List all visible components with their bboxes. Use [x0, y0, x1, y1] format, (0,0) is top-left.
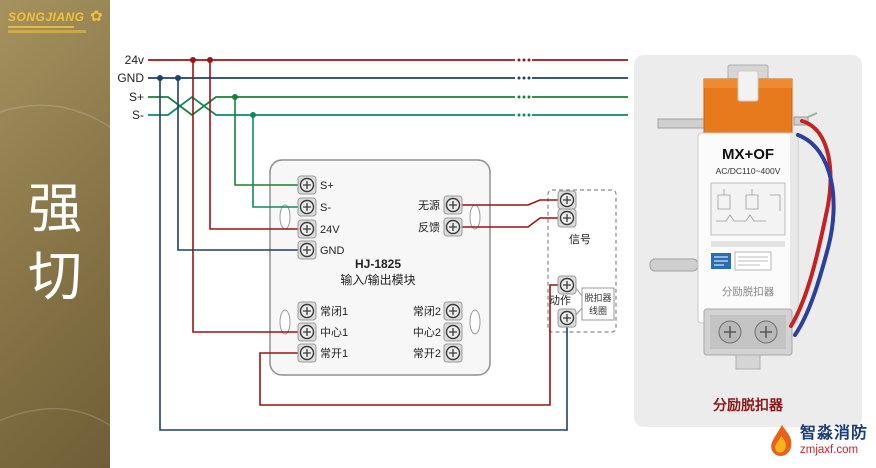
- wiring-svg: 24v GND S+ S-: [117, 53, 628, 431]
- device-blue-label: [711, 253, 731, 269]
- mount-slot: [279, 309, 291, 335]
- device-blue-wire: [793, 133, 836, 337]
- module-name: 输入/输出模块: [340, 272, 415, 287]
- wires-s-plus: [234, 97, 299, 186]
- device-rating: AC/DC110~400V: [716, 166, 781, 176]
- bus-line-s-plus: [148, 96, 628, 117]
- label-no1: 常开1: [320, 347, 348, 360]
- vertical-title-char-1: 强: [28, 179, 82, 239]
- label-no2: 常开2: [413, 347, 441, 360]
- brand-subtext: [8, 30, 86, 33]
- device-side-pin-top: [657, 118, 705, 129]
- terminal-24v: [297, 219, 317, 239]
- wire-feedback-to-signal-1: [461, 199, 559, 206]
- label-feedback-2: 反馈: [418, 221, 440, 234]
- device-note-box: [734, 251, 772, 271]
- shunt-trip-device: MX+OF AC/DC110~400V 分励脱扣器: [649, 64, 836, 370]
- wire-s-plus-to-module: [234, 97, 299, 186]
- label-nc2: 常闭2: [413, 305, 441, 318]
- mount-slot: [279, 204, 291, 230]
- label-s-minus: S-: [320, 202, 331, 214]
- sidebar: SONGJIANG ✿ 强 切: [0, 0, 110, 468]
- terminal-nc2: [443, 301, 463, 321]
- terminal-signal-1: [557, 190, 577, 210]
- terminal-signal-2: [557, 208, 577, 228]
- wire-24v-to-center1: [192, 60, 299, 333]
- label-gnd: GND: [320, 245, 345, 257]
- terminal-s-minus: [297, 197, 317, 217]
- label-s-plus: S+: [320, 180, 334, 192]
- wire-gnd-to-coil: [159, 78, 568, 431]
- io-module: HJ-1825 输入/输出模块: [269, 159, 491, 376]
- terminal-com1: [297, 322, 317, 342]
- device-side-rod: [649, 258, 699, 272]
- device-t-clip: [737, 70, 759, 102]
- terminal-action-2: [557, 308, 577, 328]
- brand-logo: SONGJIANG ✿: [8, 8, 104, 33]
- signal-label: 信号: [569, 233, 591, 246]
- product-panel: MX+OF AC/DC110~400V 分励脱扣器: [634, 55, 862, 427]
- terminal-feedback-2: [443, 217, 463, 237]
- device-model: MX+OF: [722, 146, 774, 163]
- brand-underline: [8, 26, 74, 28]
- module-model: HJ-1825: [355, 257, 401, 271]
- vertical-title-char-2: 切: [28, 247, 82, 307]
- wires-s-minus: [252, 115, 299, 208]
- label-com1: 中心1: [320, 326, 348, 339]
- bus-label-24v: 24v: [125, 53, 144, 67]
- wire-gnd-to-module: [177, 78, 299, 251]
- terminal-no2: [443, 343, 463, 363]
- terminal-no1: [297, 343, 317, 363]
- bus-label-s-minus: S-: [132, 108, 144, 122]
- wire-s-minus-to-module: [252, 115, 299, 208]
- terminal-feedback-1: [443, 195, 463, 215]
- wire-feedback-to-signal-2: [461, 217, 559, 228]
- coil-label-2: 线圈: [589, 305, 607, 316]
- device-circuit-diagram: [710, 182, 786, 236]
- bus-line-s-minus: [148, 95, 628, 116]
- wires-24v: [192, 60, 559, 406]
- footer-brand-name: 智淼消防: [799, 425, 868, 443]
- coil-box: [581, 287, 615, 321]
- brand-name: SONGJIANG: [8, 10, 85, 24]
- wires-gnd: [159, 78, 568, 431]
- wire-no1-to-action: [259, 284, 559, 406]
- sidebar-decor-curves: [0, 104, 110, 427]
- terminal-action-1: [557, 275, 577, 295]
- terminal-gnd: [297, 240, 317, 260]
- bus-labels: 24v GND S+ S-: [117, 53, 144, 122]
- coil-label-1: 脱扣器: [584, 292, 611, 303]
- bus-lines: [148, 59, 628, 117]
- wiring-diagram: 24v GND S+ S-: [110, 0, 632, 468]
- flame-icon: [771, 425, 792, 457]
- action-label: 动作: [549, 294, 571, 307]
- device-bottom-tab: [735, 354, 761, 370]
- product-caption: 分励脱扣器: [713, 397, 783, 413]
- label-feedback-1: 无源: [418, 198, 440, 212]
- footer-url: zmjaxf.com: [799, 443, 859, 456]
- terminal-labels: S+ S- 24V GND 常闭1 中心1 常开1 无源 反馈 常闭2 中心2 …: [320, 180, 441, 360]
- device-body-shade: [790, 134, 797, 322]
- device-terminal-block: [703, 308, 793, 356]
- vertical-title: 强 切: [0, 168, 110, 318]
- mount-slot: [469, 204, 481, 230]
- wire-24v-to-module: [209, 60, 299, 230]
- bus-label-gnd: GND: [117, 71, 144, 85]
- bus-label-s-plus: S+: [129, 90, 144, 104]
- label-nc1: 常闭1: [320, 305, 348, 318]
- device-body-label: 分励脱扣器: [722, 285, 775, 298]
- label-24v: 24V: [320, 224, 340, 236]
- label-com2: 中心2: [413, 326, 441, 339]
- lotus-icon: ✿: [90, 8, 103, 25]
- terminal-s-plus: [297, 175, 317, 195]
- terminal-com2: [443, 322, 463, 342]
- device-red-wire: [789, 119, 833, 328]
- device-fine-print: [711, 241, 785, 247]
- mount-slot: [469, 309, 481, 335]
- footer-logo: 智淼消防 zmjaxf.com: [768, 424, 868, 458]
- terminal-nc1: [297, 301, 317, 321]
